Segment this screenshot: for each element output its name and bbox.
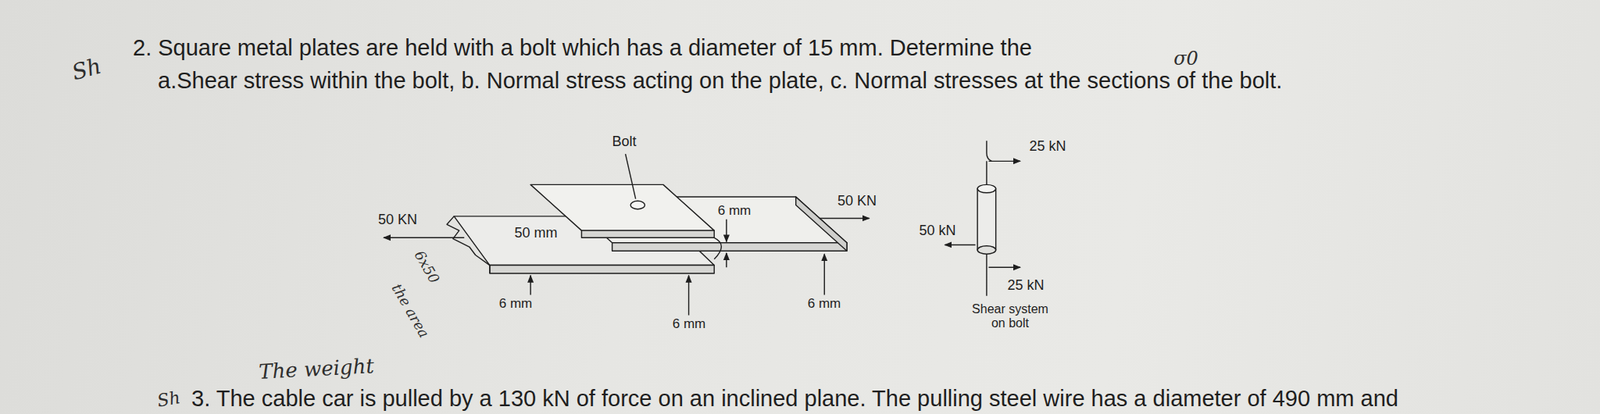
dimension-arrow <box>529 275 531 296</box>
dimension: 6 mm <box>807 296 842 312</box>
handwritten-note: the area <box>388 281 433 341</box>
bolt-leader <box>625 153 636 199</box>
bolt-head <box>630 200 645 209</box>
problem-text: 2. Square metal plates are held with a b… <box>132 35 1033 61</box>
dimension: 6 mm <box>672 316 707 333</box>
force-label: 50 KN <box>378 211 418 229</box>
bolt-cylinder-end <box>977 184 997 193</box>
dimension: 6 mm <box>499 296 533 312</box>
handwritten-note: σ0 <box>1173 48 1199 71</box>
force-label: 25 kN <box>1007 277 1044 294</box>
caption-note: Shear system on bolt <box>966 302 1054 332</box>
upper-plate-top <box>530 184 715 231</box>
lower-plate-front <box>489 265 715 274</box>
fork-end <box>714 237 722 259</box>
problem-text: 3. The cable car is pulled by a 130 kN o… <box>191 385 1399 412</box>
break-edge <box>446 216 490 274</box>
force-label: 50 KN <box>837 192 877 210</box>
dimension-arrow <box>725 219 727 243</box>
handwritten-note: 6x50 <box>410 248 443 287</box>
force-arrow <box>989 160 1021 162</box>
bolt-cylinder <box>977 189 997 250</box>
dimension-arrow <box>824 253 825 295</box>
problem-text: a.Shear stress within the bolt, b. Norma… <box>157 67 1283 94</box>
handwritten-note: Sh <box>155 387 182 411</box>
upper-plate-front <box>581 230 715 238</box>
handwritten-note: Sh <box>69 53 104 86</box>
force-arrow <box>989 266 1021 268</box>
dimension-arrow <box>688 275 690 316</box>
bolt-cylinder-end <box>977 246 997 254</box>
force-arrow <box>383 237 465 239</box>
handwritten-note: The weight <box>258 354 375 385</box>
force-arrow <box>819 217 870 219</box>
dimension: 6 mm <box>717 203 752 219</box>
middle-plate-front <box>612 242 847 251</box>
force-arrow <box>944 244 975 246</box>
dimension: 50 mm <box>514 225 558 242</box>
part-name: Bolt <box>611 133 636 150</box>
dimension-arrow <box>725 253 727 268</box>
force-label: 25 kN <box>1028 138 1066 155</box>
force-label: 50 kN <box>918 222 956 240</box>
